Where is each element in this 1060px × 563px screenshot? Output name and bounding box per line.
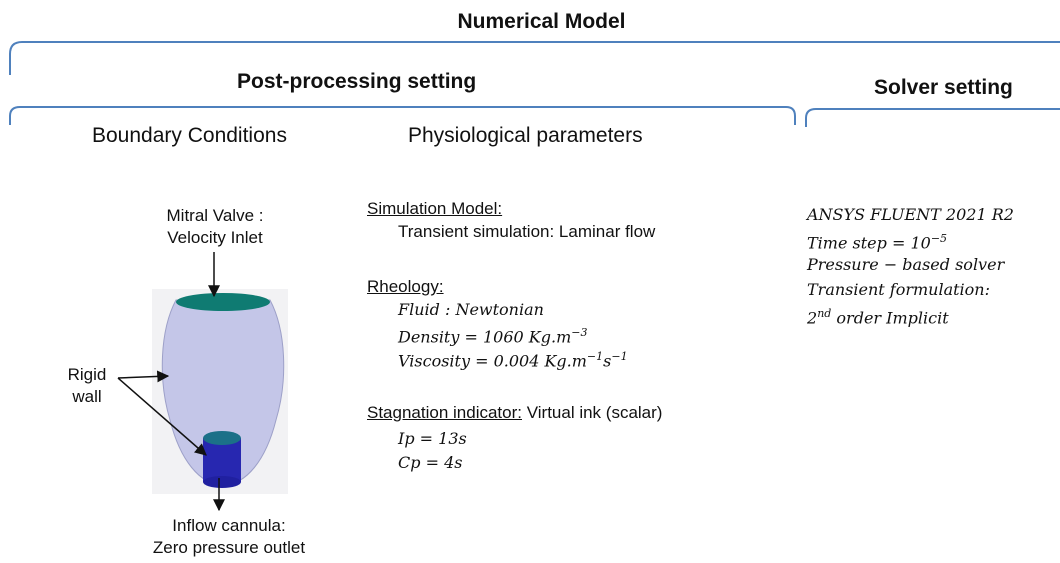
inflow-cannula-bottom [203, 476, 241, 488]
solver-order: 2nd order Implicit [807, 303, 949, 329]
rheology-density-text: Density = 1060 Kg.m [398, 327, 572, 347]
wall-label-line1: Rigid [67, 365, 107, 384]
wall-label-line2: wall [72, 387, 102, 406]
post-processing-heading: Post-processing setting [237, 70, 477, 93]
wall-arrow-lower [117, 377, 207, 456]
stagnation-line: Stagnation indicator: Virtual ink (scala… [367, 402, 662, 424]
inlet-label: Mitral Valve : Velocity Inlet [140, 205, 290, 249]
inflow-cannula-top [203, 431, 241, 445]
rheology-density: Density = 1060 Kg.m−3 [398, 322, 587, 348]
inflow-cannula [203, 438, 241, 482]
solver-software: ANSYS FLUENT 2021 R2 [807, 205, 1014, 224]
wall-arrow-upper [117, 370, 170, 383]
physiological-heading: Physiological parameters [408, 124, 643, 147]
wall-label: Rigid wall [52, 364, 122, 408]
stagnation-ip: Ip = 13s [398, 429, 467, 448]
outlet-label-line1: Inflow cannula: [172, 516, 286, 535]
numerical-model-bracket [9, 41, 1060, 75]
outlet-label-line2: Zero pressure outlet [152, 538, 306, 557]
rheology-viscosity-text: Viscosity = 0.004 Kg.m [398, 351, 587, 371]
solver-time-step-text: Time step = 10 [807, 233, 931, 253]
solver-time-step: Time step = 10−5 [807, 228, 947, 254]
stagnation-value: Virtual ink (scalar) [522, 403, 663, 422]
solver-order-superscript: nd [817, 307, 832, 320]
rheology-viscosity: Viscosity = 0.004 Kg.m−1s−1 [398, 346, 628, 372]
solver-heading: Solver setting [874, 76, 1013, 99]
simulation-model-value: Transient simulation: Laminar flow [398, 222, 656, 241]
diagram-title: Numerical Model [457, 10, 626, 33]
outlet-label: Inflow cannula: Zero pressure outlet [139, 515, 319, 559]
solver-order-number: 2 [807, 308, 818, 328]
rheology-viscosity-exponent2: −1 [611, 350, 628, 363]
solver-bracket [805, 108, 1060, 127]
simulation-model-heading: Simulation Model: [367, 199, 503, 218]
solver-order-suffix: order Implicit [831, 308, 949, 328]
solver-type: Pressure − based solver [807, 255, 1005, 274]
boundary-conditions-heading: Boundary Conditions [92, 124, 287, 147]
inlet-label-line2: Velocity Inlet [167, 228, 263, 247]
post-processing-bracket [9, 106, 796, 125]
solver-time-step-exponent: −5 [930, 232, 948, 245]
rheology-fluid: Fluid : Newtonian [398, 300, 544, 319]
stagnation-cp: Cp = 4s [398, 453, 463, 472]
inlet-label-line1: Mitral Valve : [166, 206, 264, 225]
rheology-viscosity-exponent1: −1 [586, 350, 604, 363]
mitral-valve-disk [176, 293, 270, 311]
stagnation-heading: Stagnation indicator: [367, 403, 522, 422]
rheology-heading: Rheology: [367, 277, 444, 296]
rheology-density-exponent: −3 [571, 326, 588, 339]
solver-formulation: Transient formulation: [807, 280, 990, 299]
rheology-viscosity-s: s [603, 351, 612, 371]
